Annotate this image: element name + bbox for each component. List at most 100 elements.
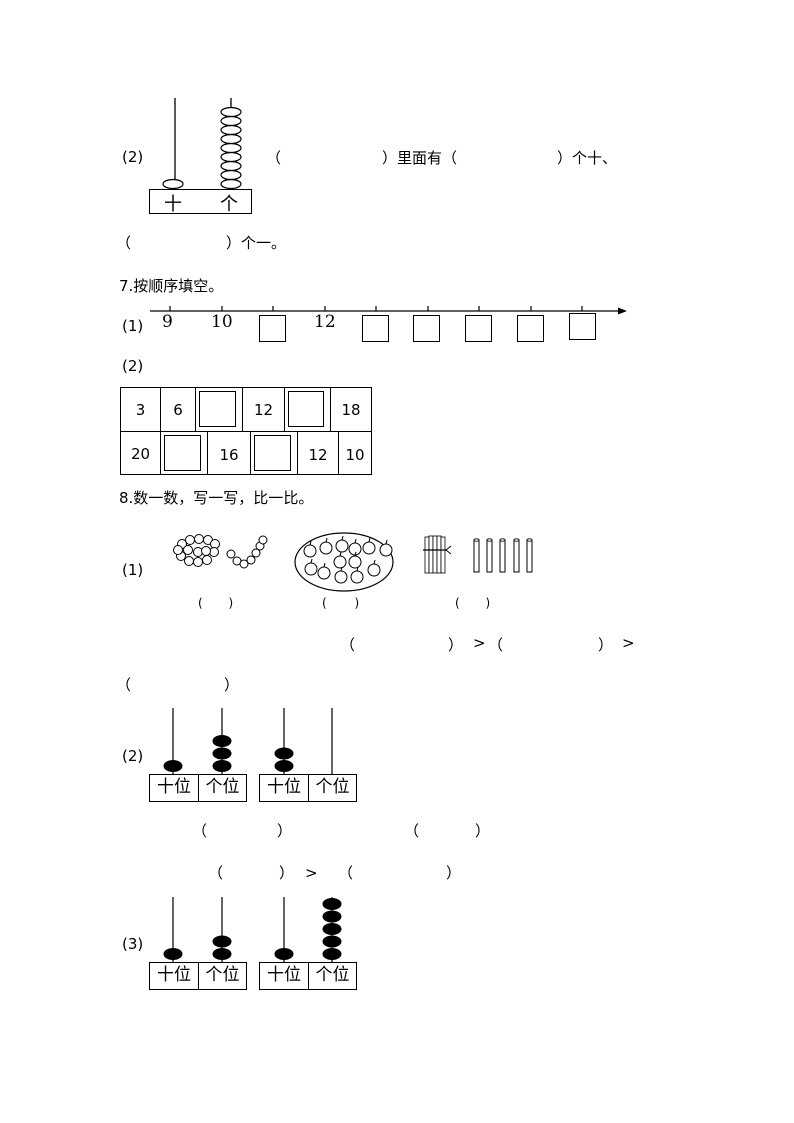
seq-row2-answer-box-2[interactable]: [254, 435, 291, 471]
compare1-open-2: （: [488, 636, 504, 654]
q8-part2-label: (2): [122, 747, 144, 765]
compare2-open-2: （: [338, 864, 354, 882]
numberline-answer-box-15[interactable]: [465, 315, 492, 342]
stick-bundle-picture: [423, 535, 452, 574]
black-bead-tens: [163, 760, 183, 772]
count-paren-beads[interactable]: ( ): [198, 596, 233, 610]
q8-part3-label: (3): [122, 935, 144, 953]
black-bead-ones: [212, 948, 232, 960]
q6-bead-tens: [162, 178, 184, 190]
paren-close: ): [354, 596, 360, 610]
bead: [246, 555, 256, 565]
apple-stem: [310, 558, 313, 564]
black-bead-tens: [274, 760, 294, 772]
black-bead-ones: [322, 948, 342, 960]
apple-stem: [356, 566, 359, 572]
q8-part1-label: (1): [122, 561, 144, 579]
stick-top: [499, 538, 506, 542]
abacus3a-tens-label: 十位: [149, 962, 199, 990]
seq-row1-answer-box-2[interactable]: [288, 391, 324, 427]
part2-answer-close-1: ）: [277, 822, 293, 840]
count-paren-apples[interactable]: ( ): [322, 596, 359, 610]
apple-plate: [294, 532, 394, 592]
q7-title: 7.按顺序填空。: [119, 277, 224, 295]
paren-close: ): [485, 596, 491, 610]
compare2-close-1: ）: [279, 864, 295, 882]
compare2-close-2: ）: [446, 864, 462, 882]
black-bead-ones: [212, 747, 232, 760]
black-bead-ones: [322, 898, 342, 910]
part2-answer-close-2: ）: [475, 822, 491, 840]
bead: [201, 546, 211, 556]
bead: [226, 549, 236, 559]
q6-text-ones: ）个一。: [226, 234, 287, 252]
compare1-gt-1: >: [473, 634, 486, 652]
black-bead-ones: [212, 760, 232, 772]
paren-open: (: [455, 596, 460, 610]
q6-abacus-label-ones: 个: [220, 194, 238, 215]
numberline-answer-box-16[interactable]: [517, 315, 544, 342]
bead-string-picture: [173, 534, 268, 569]
compare1-open-3: （: [116, 676, 132, 694]
compare1-close-2: ）: [598, 636, 614, 654]
abacus2a-ones-label: 个位: [198, 774, 247, 802]
black-bead-tens: [274, 948, 294, 960]
seq-row1-answer-box-1[interactable]: [199, 391, 236, 427]
apple-stem: [339, 551, 342, 557]
single-sticks-picture: [473, 538, 533, 573]
black-bead-ones: [322, 910, 342, 923]
numberline-answer-box-13[interactable]: [362, 315, 389, 342]
q7-part2-label: (2): [122, 357, 144, 375]
black-bead-tens: [163, 948, 183, 960]
seq-row2-cell-6: 10: [338, 431, 372, 475]
apple-stem: [373, 559, 376, 565]
numberline-answer-box-17[interactable]: [569, 313, 596, 340]
q6-paren-open-2: （: [116, 234, 132, 252]
q6-abacus-label-tens: 十: [164, 194, 182, 215]
stick-top: [513, 538, 520, 542]
paren-open: (: [322, 596, 327, 610]
q7-part1-label: (1): [122, 317, 144, 335]
q6-abacus-base: [149, 189, 252, 214]
abacus2b-ones-label: 个位: [308, 774, 357, 802]
compare1-gt-2: >: [622, 634, 635, 652]
apple-stem: [385, 539, 388, 545]
paren-close: ): [228, 596, 234, 610]
black-bead-ones: [322, 935, 342, 948]
abacus3a-ones-label: 个位: [198, 962, 247, 990]
part2-answer-open-1: （: [192, 822, 208, 840]
compare1-close-3: ）: [224, 676, 240, 694]
apple-stem: [368, 537, 371, 543]
apple-stem: [354, 538, 357, 544]
compare1-open-1: （: [340, 636, 356, 654]
paren-open: (: [198, 596, 203, 610]
bead: [184, 556, 194, 566]
part2-answer-open-2: （: [404, 822, 420, 840]
numberline-label-12: 12: [314, 312, 336, 332]
apple-stem: [341, 535, 344, 541]
q6-ones-beads: [220, 106, 242, 190]
abacus3b-ones-label: 个位: [308, 962, 357, 990]
stick-top: [473, 538, 480, 542]
count-paren-sticks[interactable]: ( ): [455, 596, 490, 610]
stick-top: [526, 538, 533, 542]
numberline-answer-box-14[interactable]: [413, 315, 440, 342]
bead: [173, 545, 183, 555]
numberline-label-9: 9: [162, 312, 173, 332]
numberline-answer-box-11[interactable]: [259, 315, 286, 342]
bead: [239, 559, 249, 569]
apple-stem: [309, 540, 312, 546]
abacus3b-tens-label: 十位: [259, 962, 309, 990]
numberline-label-10: 10: [211, 312, 233, 332]
bead: [251, 548, 261, 558]
apple-stem: [354, 551, 357, 557]
black-bead-ones: [212, 935, 232, 948]
q6-text-tens: ）个十、: [557, 149, 618, 167]
apple-stem: [325, 537, 328, 543]
seq-row2-answer-box-1[interactable]: [164, 435, 201, 471]
